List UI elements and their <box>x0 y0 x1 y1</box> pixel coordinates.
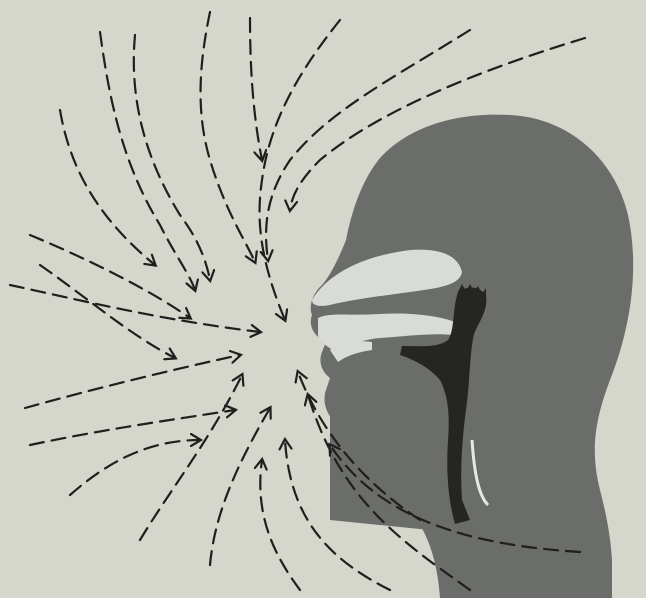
airflow-diagram <box>0 0 646 598</box>
diagram-svg <box>0 0 646 598</box>
